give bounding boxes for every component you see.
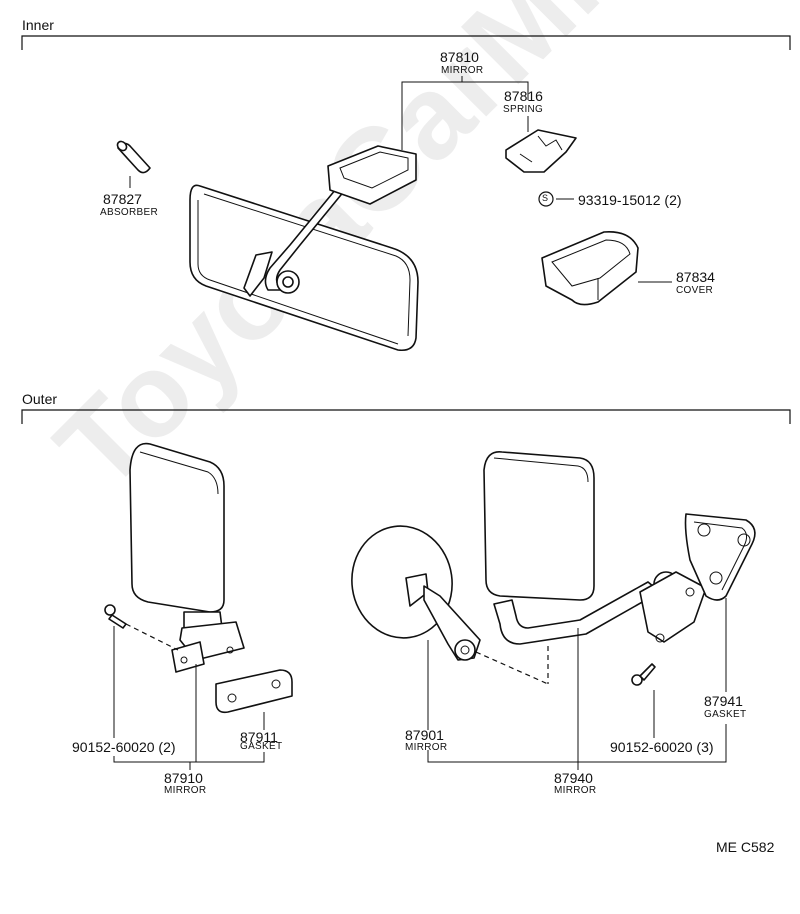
mirror-left-name: MIRROR	[164, 785, 207, 796]
outer-mirror-right-part	[483, 451, 707, 645]
inner-leader-lines	[401, 76, 672, 283]
mirror-inner-number: 87810	[440, 49, 479, 65]
mirror-left-number: 87910	[164, 770, 203, 786]
screw-symbol-letter: S	[542, 193, 549, 203]
gasket-right-number: 87941	[704, 693, 743, 709]
spring-name: SPRING	[503, 104, 544, 115]
bolt-right-number: 90152-60020 (3)	[610, 739, 714, 755]
absorber-name: ABSORBER	[100, 207, 158, 218]
inner-mirror-part	[189, 145, 419, 352]
outer-right-leaders	[427, 598, 727, 770]
cover-part	[541, 231, 639, 306]
cover-number: 87834	[676, 269, 715, 285]
screw-symbol	[538, 191, 574, 207]
outer-section-bracket	[21, 409, 791, 424]
outer-left-leaders	[113, 626, 265, 770]
outer-section-label: Outer	[22, 391, 58, 407]
bolt-left-number: 90152-60020 (2)	[72, 739, 176, 755]
spring-part	[505, 129, 577, 173]
round-mirror-part	[351, 525, 549, 685]
round-mirror-name: MIRROR	[405, 742, 448, 753]
gasket-left-number: 87911	[240, 729, 278, 745]
cover-name: COVER	[676, 285, 714, 296]
inner-section-bracket	[21, 35, 791, 50]
gasket-left-part	[215, 669, 293, 714]
inner-section-label: Inner	[22, 17, 54, 33]
mirror-right-number: 87940	[554, 770, 593, 786]
gasket-left-name: GASKET	[240, 741, 283, 752]
mirror-right-name: MIRROR	[554, 785, 597, 796]
absorber-number: 87827	[103, 191, 142, 207]
bolt-left-part	[104, 604, 179, 651]
round-mirror-number: 87901	[405, 727, 444, 743]
absorber-part	[116, 140, 151, 188]
bolt-right-part	[631, 663, 656, 686]
gasket-right-name: GASKET	[704, 709, 747, 720]
spring-number: 87816	[504, 88, 543, 104]
outer-mirror-left-part	[129, 442, 245, 673]
screw-number: 93319-15012 (2)	[578, 192, 682, 208]
mirror-inner-name: MIRROR	[441, 65, 484, 76]
diagram-code: ME C582	[716, 839, 775, 855]
gasket-right-part	[684, 513, 756, 601]
